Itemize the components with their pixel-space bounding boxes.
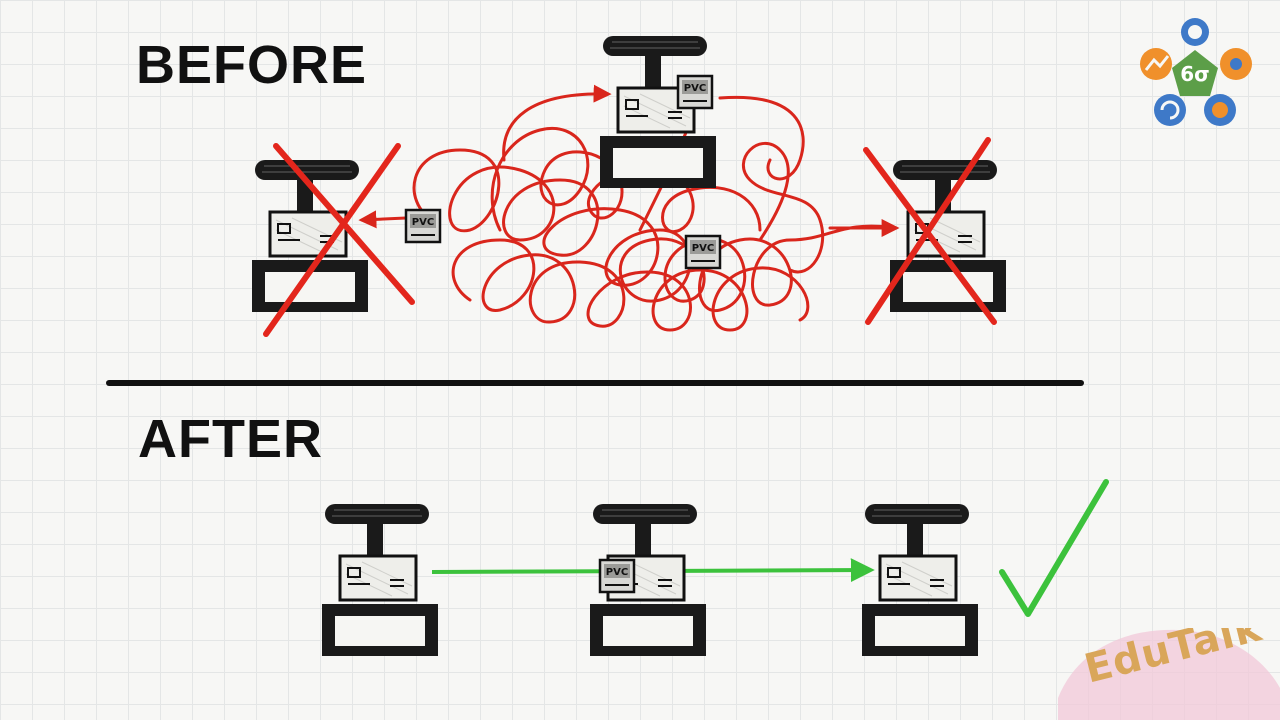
machine-before-right xyxy=(888,158,1008,314)
part-icon xyxy=(598,558,636,594)
red-x-icon xyxy=(263,143,415,337)
red-x-icon xyxy=(863,137,997,325)
section-divider xyxy=(106,380,1084,386)
watermark-badge: EduTalk xyxy=(1058,628,1280,720)
machine-after-left xyxy=(320,502,440,658)
machine-after-right xyxy=(860,502,980,658)
part-icon xyxy=(684,234,722,270)
green-check-icon xyxy=(999,479,1109,617)
after-heading: AFTER xyxy=(138,409,323,469)
part-icon xyxy=(404,208,442,244)
machine-before-center xyxy=(598,34,718,190)
before-heading: BEFORE xyxy=(136,35,368,95)
six-sigma-logo: 6σ xyxy=(1134,14,1256,136)
part-icon xyxy=(676,74,714,110)
logo-symbol: 6σ xyxy=(1180,62,1210,86)
